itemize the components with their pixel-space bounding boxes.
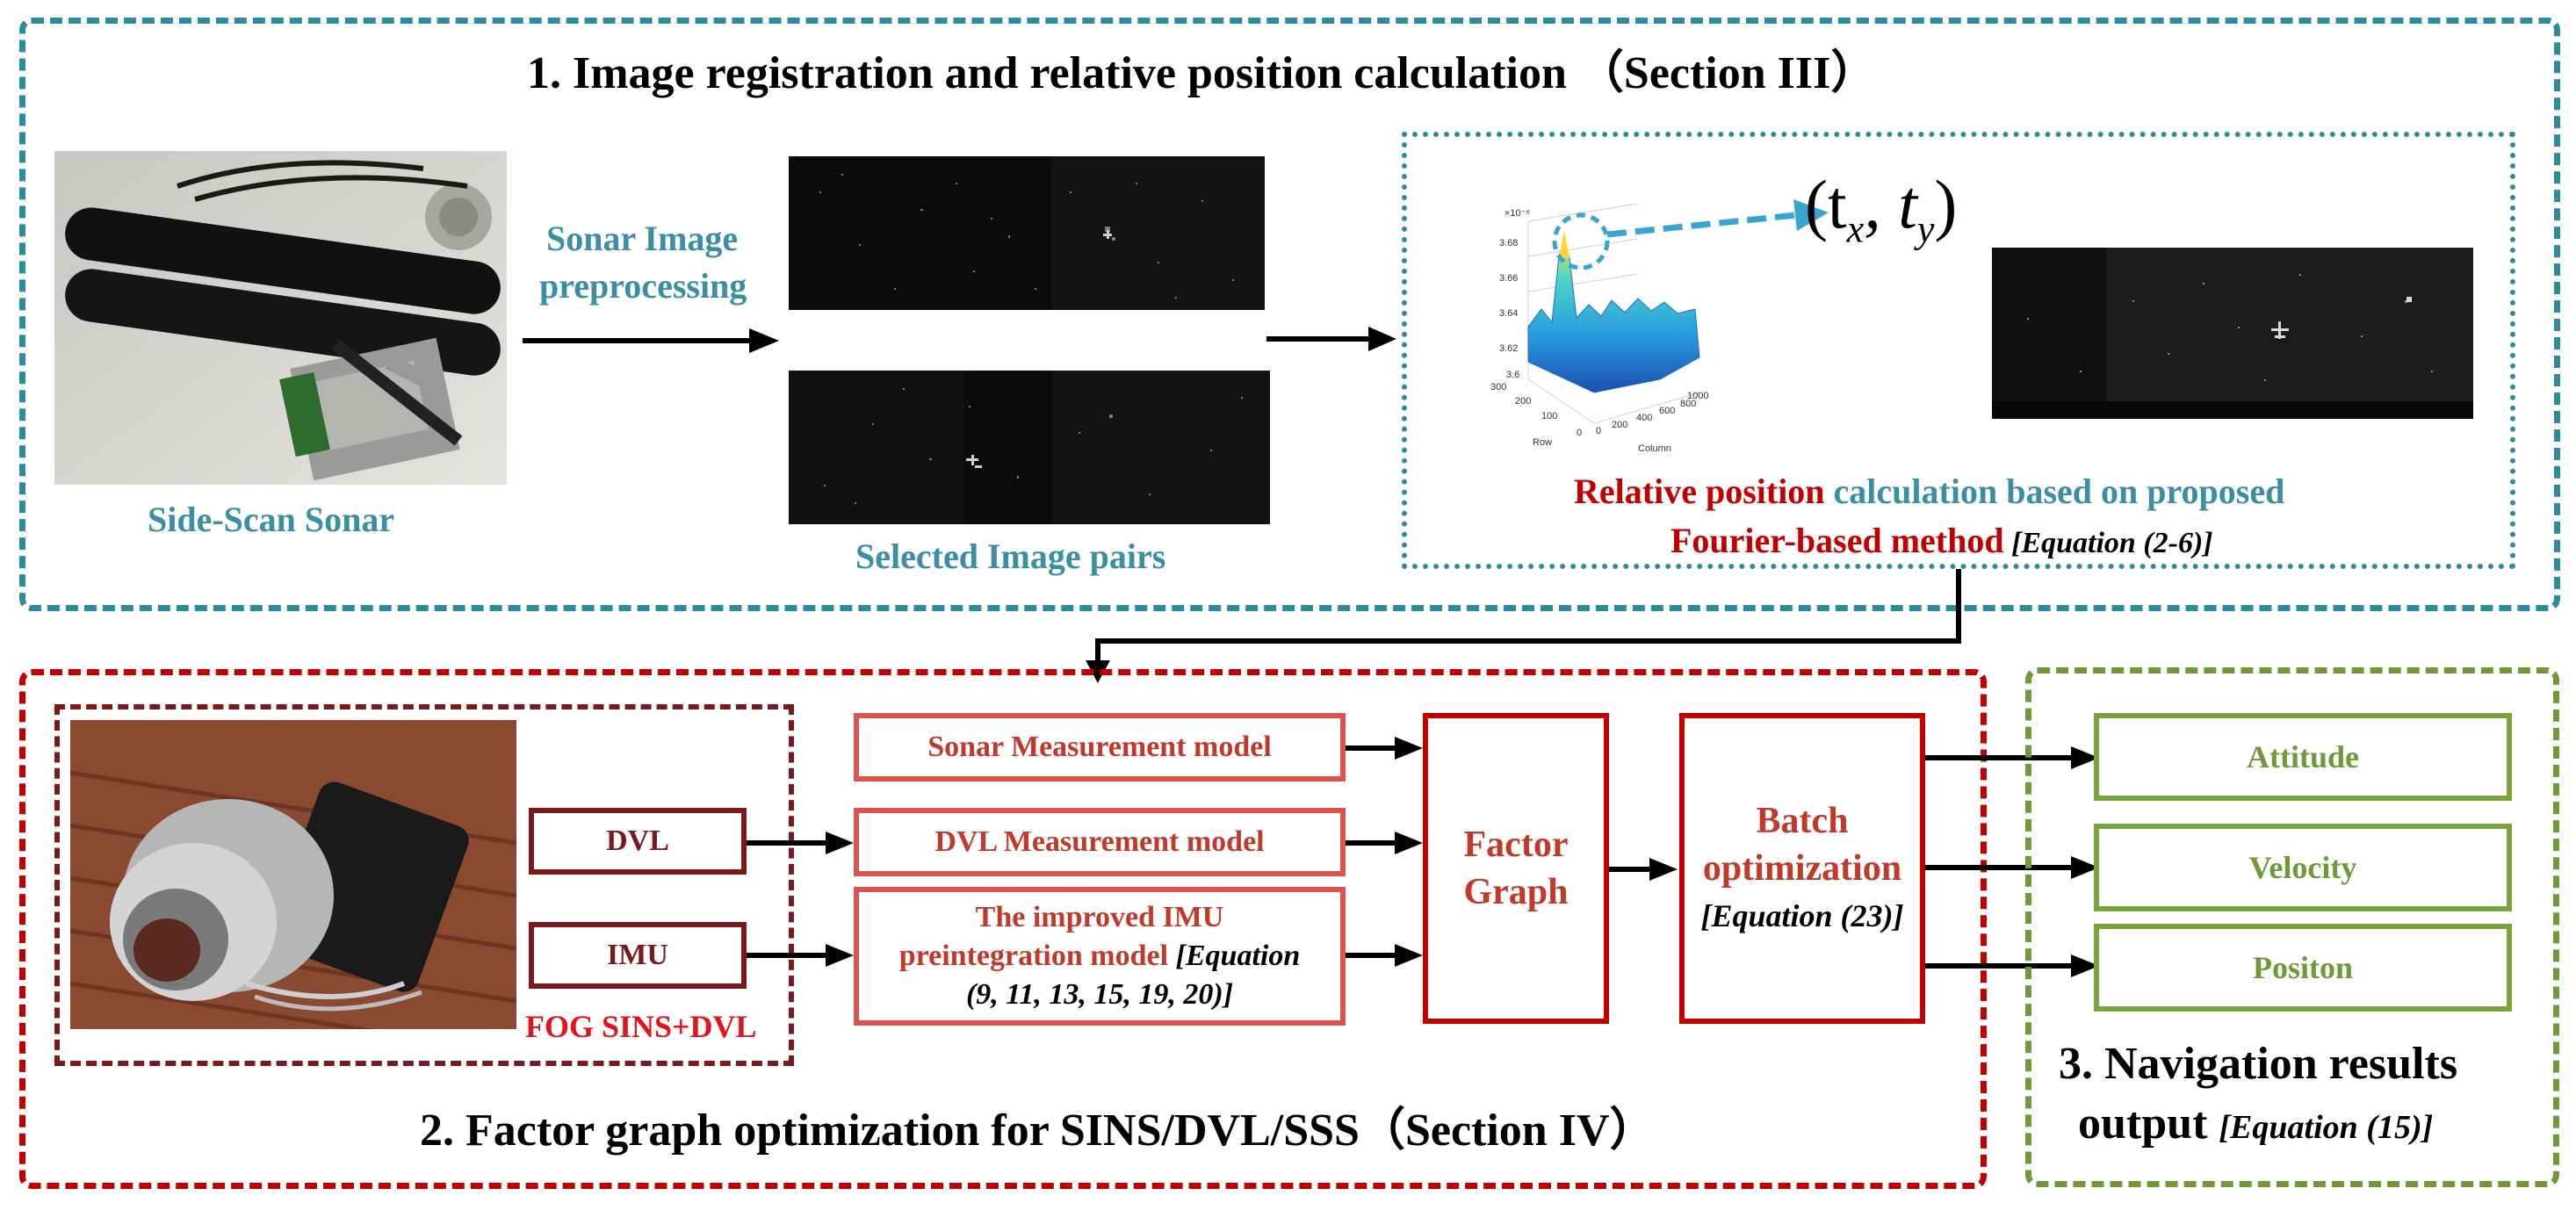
calculation-text: calculation based on proposed [1824,472,2285,511]
attitude-output-box: Attitude [2094,713,2512,801]
batch-to-attitude-arrow [1925,746,2099,769]
imu-box: IMU [529,922,747,989]
fourier-method-text: Fourier-based method [1670,521,2004,560]
relative-position-caption-line2: Fourier-based method [Equation (2-6)] [1670,520,2213,561]
imu-model-line2: preintegration model [Equation [899,937,1301,976]
relative-position-text: Relative position [1574,472,1825,511]
dvl-measurement-model-box: DVL Measurement model [854,808,1346,876]
sub-y: y [1916,207,1935,251]
col-tick: 600 [1659,406,1675,416]
batch-line2: optimization [1702,848,1902,889]
col-tick: 400 [1636,413,1652,423]
preprocess-arrow [523,328,779,353]
z-tick: 3.66 [1499,273,1518,284]
section3-title-line1: 3. Navigation results [2059,1039,2458,1089]
peak-highlight-arrow [1552,199,1829,270]
row-tick: 200 [1515,396,1531,407]
col-tick: 0 [1596,426,1601,436]
section3-output-word: output [2078,1098,2219,1149]
dvl-model-to-factor-graph-arrow [1346,832,1423,854]
z-tick: 3.68 [1499,238,1518,248]
relative-position-frame [1402,132,2515,569]
imu-model-line2-text: preintegration model [898,940,1176,972]
batch-equation: [Equation (23)] [1700,898,1904,933]
selected-image-pairs-label: Selected Image pairs [855,537,1166,576]
sonar-image-bottom [789,371,1270,524]
equation-2-6: [Equation (2-6)] [2003,527,2213,559]
section2-title: 2. Factor graph optimization for SINS/DV… [420,1106,1656,1156]
z-tick: 3.62 [1499,343,1518,354]
relative-position-caption-line1: Relative position calculation based on p… [1574,471,2284,512]
comma-t: , t [1864,166,1917,242]
sub-x: x [1846,207,1865,251]
row-tick: 100 [1541,411,1557,421]
imu-preintegration-model-box: The improved IMU preintegration model [E… [854,887,1346,1026]
section3-title-line2: output [Equation (15)] [2078,1098,2433,1149]
registered-sonar-image [1992,248,2473,419]
imu-to-model-arrow [747,944,854,967]
preprocess-label-line2: preprocessing [539,266,747,306]
device-frame [54,704,794,1066]
preprocess-label-line1: Sonar Image [546,219,739,258]
col-tick: 800 [1680,399,1696,409]
section3-equation: [Equation (15)] [2219,1109,2434,1146]
sonar-image-top [789,156,1265,310]
col-tick: 1000 [1687,391,1708,401]
row-axis-label: Row [1533,437,1552,448]
section2-frame [19,669,1987,1189]
side-scan-sonar-label: Side-Scan Sonar [148,500,395,539]
column-axis-label: Column [1638,443,1671,454]
plot-scale-label: ×10⁻⁶ [1504,208,1530,219]
paren-close: ) [1934,166,1958,242]
row-tick: 300 [1490,382,1506,393]
imu-model-eq2: (9, 11, 13, 15, 19, 20)] [965,978,1234,1011]
z-tick: 3.6 [1506,370,1519,380]
side-scan-sonar-photo [54,151,507,485]
section1-to-section2-connector [1086,569,1961,683]
section1-frame [19,18,2560,611]
factor-graph-line2: Graph [1463,872,1569,912]
velocity-output-box: Velocity [2094,824,2512,911]
batch-line1: Batch [1756,801,1849,841]
imu-model-to-factor-graph-arrow [1346,944,1423,967]
correlation-surface: ×10⁻⁶ 3.68 3.66 3.64 3.62 3.6 300 200 10… [1490,204,1708,454]
sonar-measurement-model-box: Sonar Measurement model [854,713,1346,781]
factor-graph-to-batch-arrow [1609,858,1678,881]
batch-optimization-box: Batch optimization [Equation (23)] [1679,713,1925,1024]
imu-model-line1: The improved IMU [975,901,1224,933]
paren-open: (t [1805,166,1847,242]
pairs-to-registration-arrow [1266,327,1396,351]
fog-sins-dvl-photo [70,720,516,1029]
section1-title: 1. Image registration and relative posit… [527,48,1877,98]
position-output-box: Positon [2094,924,2512,1012]
dvl-box: DVL [529,808,747,875]
col-tick: 200 [1612,420,1627,430]
sonar-model-to-factor-graph-arrow [1346,737,1423,760]
factor-graph-box: Factor Graph [1423,713,1609,1024]
batch-to-position-arrow [1925,954,2099,977]
fog-sins-dvl-label: FOG SINS+DVL [525,1009,757,1044]
imu-model-eq1: [Equation [1175,940,1301,972]
section3-frame [2025,667,2559,1187]
row-tick: 0 [1577,428,1582,438]
batch-to-velocity-arrow [1925,856,2099,879]
factor-graph-line1: Factor [1463,825,1569,865]
z-tick: 3.64 [1499,308,1518,319]
translation-formula: (tx, ty) [1805,165,1957,252]
dvl-to-model-arrow [747,832,854,854]
